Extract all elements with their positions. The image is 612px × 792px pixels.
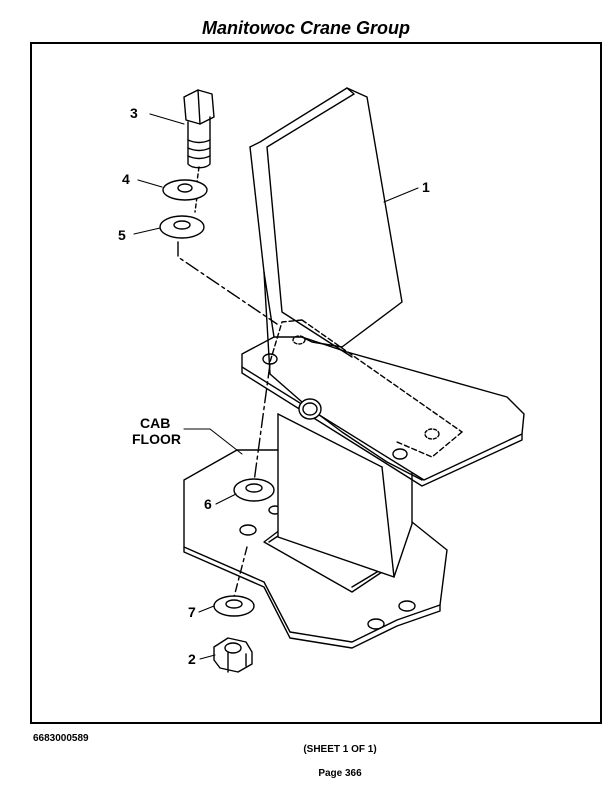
washer-5 (159, 215, 205, 239)
washer-6 (233, 478, 275, 502)
bolt-3 (183, 89, 215, 213)
seat-bracket (241, 87, 525, 487)
callout-1: 1 (422, 179, 430, 195)
center-line-upper (177, 241, 278, 325)
cab-floor-label-line2: FLOOR (132, 431, 181, 447)
parts-diagram: 3 4 5 1 6 7 2 CAB FLOOR (118, 87, 525, 673)
callout-4: 4 (122, 171, 130, 187)
sheet-indicator: (SHEET 1 OF 1) (303, 744, 377, 755)
washer-4 (162, 179, 208, 201)
center-line-lower (233, 546, 248, 598)
center-line-middle (253, 363, 271, 483)
diagram-frame: 3 4 5 1 6 7 2 CAB FLOOR (30, 42, 602, 724)
callout-3: 3 (130, 105, 138, 121)
callout-7: 7 (188, 604, 196, 620)
cab-floor-label-line1: CAB (140, 415, 170, 431)
washer-7 (213, 595, 255, 617)
leader-lines (133, 113, 419, 660)
seat-pedestal (277, 413, 413, 578)
document-number: 6683000589 (33, 733, 89, 744)
nut-2 (213, 637, 253, 673)
callout-2: 2 (188, 651, 196, 667)
callout-6: 6 (204, 496, 212, 512)
callout-5: 5 (118, 227, 126, 243)
page-title: Manitowoc Crane Group (201, 18, 410, 38)
page-number: Page 366 (318, 768, 362, 779)
